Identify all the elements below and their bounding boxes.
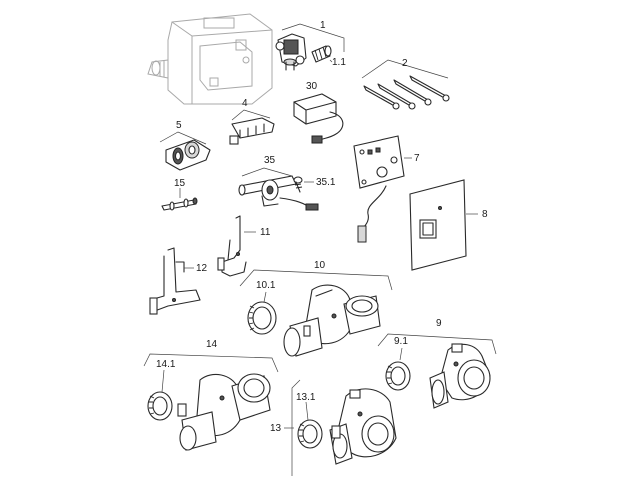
leader-part-35 <box>241 167 293 177</box>
label-part-13-1: 13.1 <box>296 392 316 403</box>
label-part-14-1: 14.1 <box>156 359 176 370</box>
trap-part-10 <box>247 284 381 357</box>
label-part-1-1: 1.1 <box>332 57 346 68</box>
leader-part-9 <box>377 333 497 355</box>
leader-part-5 <box>159 131 207 145</box>
shaft-part-15 <box>161 197 198 211</box>
leader-part-1-1 <box>329 59 333 63</box>
leader-part-9-1 <box>399 347 403 361</box>
label-part-35: 35 <box>264 155 276 166</box>
label-part-13: 13 <box>270 423 282 434</box>
mounting-box <box>147 13 273 105</box>
bolts-part-2 <box>363 75 450 110</box>
trap-part-14 <box>147 373 271 451</box>
leader-part-13-group <box>291 379 301 476</box>
leader-part-13-1 <box>305 401 309 421</box>
trap-part-13 <box>297 388 397 465</box>
clip-part-4 <box>229 117 275 145</box>
flange-part-5 <box>165 139 211 171</box>
trap-part-9 <box>385 343 491 409</box>
label-part-1: 1 <box>320 20 326 31</box>
power-unit-part-30 <box>293 93 344 144</box>
leader-part-4 <box>231 109 271 121</box>
control-plate-part-7 <box>353 135 405 243</box>
label-part-2: 2 <box>402 58 408 69</box>
label-part-14: 14 <box>206 339 218 350</box>
valve-assembly-part-1 <box>275 33 307 71</box>
label-part-35-1: 35.1 <box>316 177 336 188</box>
label-part-30: 30 <box>306 81 318 92</box>
solenoid-valve-part-35 <box>238 175 319 211</box>
leader-part-2 <box>361 59 449 79</box>
bracket-part-11 <box>217 215 247 277</box>
leader-part-10-1 <box>263 291 267 303</box>
label-part-5: 5 <box>176 120 182 131</box>
screw-part-35-1 <box>293 176 303 193</box>
bracket-part-12 <box>149 247 201 315</box>
label-part-4: 4 <box>242 98 248 109</box>
label-part-7: 7 <box>414 153 420 164</box>
label-part-9: 9 <box>436 318 442 329</box>
label-part-12: 12 <box>196 263 208 274</box>
label-part-10: 10 <box>314 260 326 271</box>
screw-part-1-1 <box>311 45 332 63</box>
leader-part-1 <box>281 23 345 52</box>
cover-plate-part-8 <box>409 179 467 271</box>
label-part-10-1: 10.1 <box>256 280 276 291</box>
label-part-15: 15 <box>174 178 186 189</box>
label-part-9-1: 9.1 <box>394 336 408 347</box>
label-part-8: 8 <box>482 209 488 220</box>
leader-part-14-1 <box>161 369 165 393</box>
label-part-11: 11 <box>260 227 271 238</box>
leader-part-14 <box>143 353 279 373</box>
leader-part-10 <box>239 269 393 291</box>
